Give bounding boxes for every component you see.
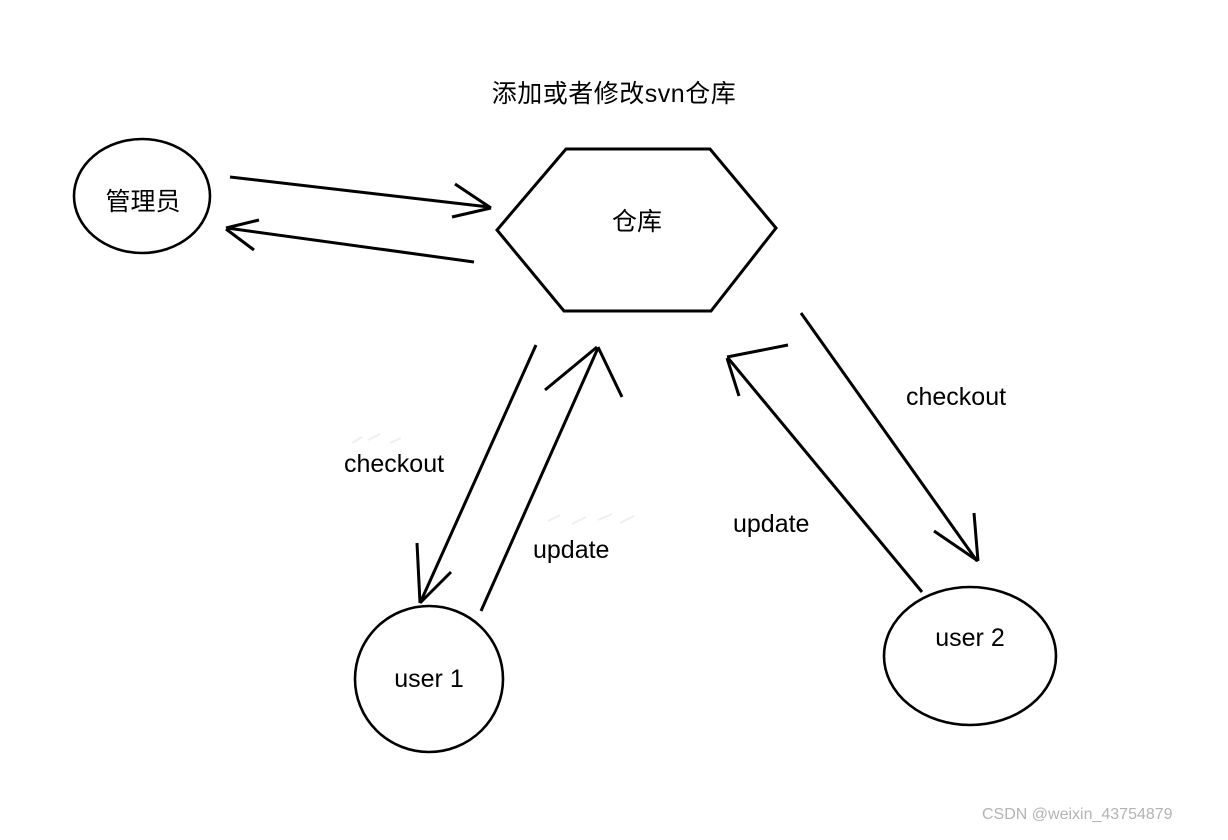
page-title: 添加或者修改svn仓库 [491, 80, 737, 108]
edge-label-update-user2: update [733, 510, 810, 538]
edge-label-checkout-user2: checkout [906, 383, 1007, 411]
edge-user1-to-repo-update[interactable] [479, 345, 624, 612]
edge-label-checkout-user1: checkout [344, 450, 445, 478]
node-user1-shape[interactable] [353, 604, 505, 754]
node-admin-shape[interactable] [72, 137, 212, 255]
node-user2-shape[interactable] [882, 585, 1058, 727]
edge-repo-to-user2-checkout[interactable] [799, 312, 980, 563]
edge-admin-to-repo[interactable] [229, 175, 492, 219]
watermark: CSDN @weixin_43754879 [982, 806, 1173, 823]
edge-label-update-user1: update [533, 536, 610, 564]
smudge-marks [351, 433, 635, 525]
edge-repo-to-admin[interactable] [225, 218, 475, 264]
edge-repo-to-user1-checkout[interactable] [415, 344, 538, 605]
edge-user2-to-repo-update[interactable] [725, 343, 924, 593]
node-repo-shape[interactable] [495, 147, 778, 313]
